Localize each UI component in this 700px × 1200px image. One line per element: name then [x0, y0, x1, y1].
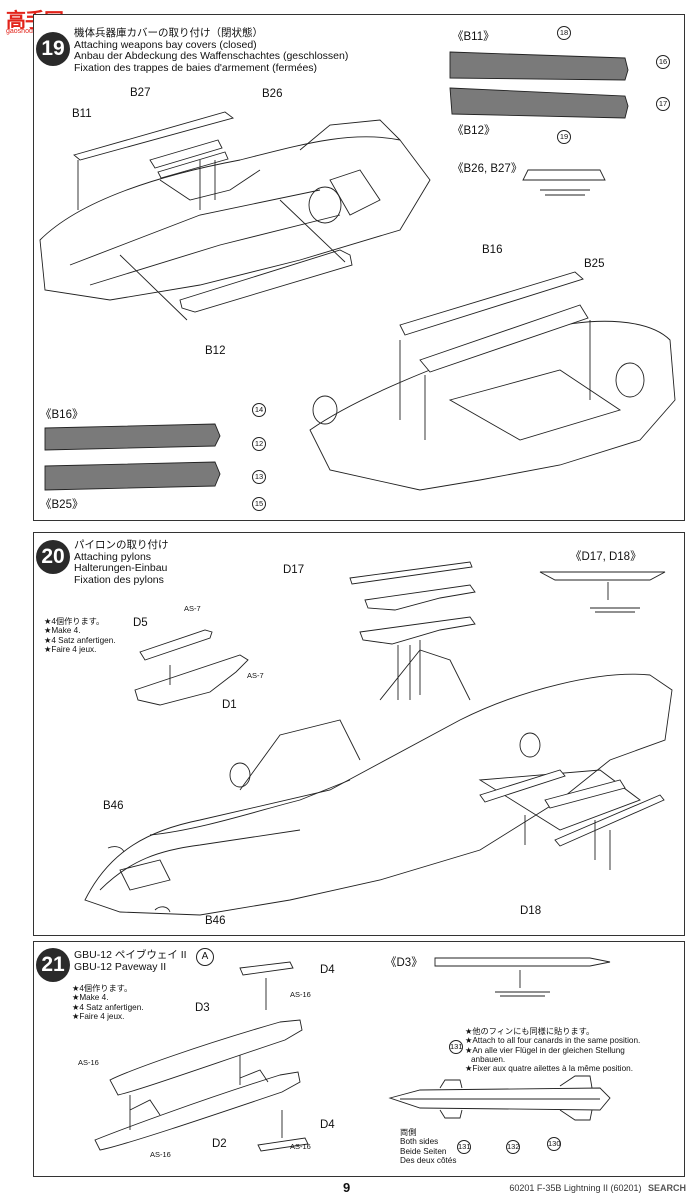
- part-label-b11: B11: [72, 108, 92, 120]
- step-20-make-note-ja: ★4個作ります。: [44, 617, 105, 626]
- footer-code: 60201 F-35B Lightning II (60201) SEARCH: [509, 1183, 686, 1193]
- both-sides-note: 両側 Both sides Beide Seiten Des deux côté…: [400, 1128, 456, 1165]
- part-label-d3: D3: [195, 1002, 210, 1014]
- part-label-as7-upper: AS-7: [184, 604, 201, 613]
- part-label-as7-lower: AS-7: [247, 671, 264, 680]
- step-20-make-note-de: ★4 Satz anfertigen.: [44, 635, 116, 645]
- step-21-make-note-en: ★Make 4.: [72, 993, 109, 1003]
- decal-number-19: 19: [557, 130, 571, 144]
- decal-number-12: 12: [252, 437, 266, 451]
- step-20-title-en: Attaching pylons: [74, 550, 152, 563]
- decal-number-17: 17: [656, 97, 670, 111]
- step-number-19: 19: [36, 32, 70, 66]
- fin-note-en: ★Attach to all four canards in the same …: [465, 1036, 641, 1046]
- step-21-title: GBU-12 ペイブウェイ II GBU-12 Paveway II: [74, 949, 187, 973]
- step-19-title-de: Anbau der Abdeckung des Waffenschachtes …: [74, 50, 349, 62]
- step-21-make-note-ja: ★4個作ります。: [72, 984, 133, 993]
- step-19-title: 機体兵器庫カバーの取り付け（閉状態） Attaching weapons bay…: [74, 27, 349, 74]
- step-number-21: 21: [36, 948, 70, 982]
- decal-number-13: 13: [252, 470, 266, 484]
- step-20-title: パイロンの取り付け Attaching pylons Halterungen-E…: [74, 539, 169, 586]
- detail-label-b11: 《B11》: [452, 31, 495, 43]
- step-20-make-note: ★4個作ります。 ★Make 4. ★4 Satz anfertigen. ★F…: [44, 617, 116, 654]
- decal-number-132: 132: [506, 1140, 520, 1154]
- both-sides-en: Both sides: [400, 1137, 439, 1147]
- step-21-make-note-de: ★4 Satz anfertigen.: [72, 1002, 144, 1012]
- step-19-title-fr: Fixation des trappes de baies d'armement…: [74, 61, 318, 74]
- part-label-b46-upper: B46: [103, 800, 124, 812]
- step-20-illustration: [84, 561, 673, 916]
- variant-marker-a: A: [196, 948, 214, 966]
- part-label-b25: B25: [584, 258, 605, 270]
- part-label-b46-lower: B46: [205, 915, 226, 927]
- decal-number-130: 130: [547, 1137, 561, 1151]
- both-sides-ja: 両側: [400, 1128, 417, 1137]
- both-sides-de: Beide Seiten: [400, 1146, 447, 1156]
- part-label-d2: D2: [212, 1138, 227, 1150]
- detail-label-b25: 《B25》: [40, 499, 84, 511]
- part-label-b26: B26: [262, 88, 283, 100]
- step-19-illustration: [39, 51, 676, 491]
- fin-note-ja: ★他のフィンにも同様に貼ります。: [465, 1027, 595, 1036]
- detail-label-b16: 《B16》: [40, 409, 84, 421]
- detail-label-b26-b27: 《B26, B27》: [452, 163, 523, 175]
- step-20-make-note-fr: ★Faire 4 jeux.: [44, 644, 97, 654]
- footer-brand: SEARCH: [647, 1183, 686, 1193]
- part-label-d5: D5: [133, 617, 148, 629]
- step-number-20: 20: [36, 540, 70, 574]
- decal-number-131-upper: 131: [449, 1040, 463, 1054]
- decal-number-131-lower: 131: [457, 1140, 471, 1154]
- step-20-title-fr: Fixation des pylons: [74, 573, 164, 586]
- step-19-title-ja: 機体兵器庫カバーの取り付け（閉状態）: [74, 27, 263, 39]
- detail-label-d3: 《D3》: [385, 957, 423, 969]
- step-20-panel: [33, 532, 685, 936]
- page-number: 9: [343, 1180, 351, 1195]
- detail-label-d17-d18: 《D17, D18》: [570, 551, 642, 563]
- fin-note-fr: ★Fixer aux quatre ailettes à la même pos…: [465, 1064, 633, 1074]
- part-label-d18: D18: [520, 905, 542, 917]
- footer-code-text: 60201 F-35B Lightning II (60201): [509, 1183, 642, 1193]
- part-label-as16-a: AS-16: [290, 990, 311, 999]
- decal-number-15: 15: [252, 497, 266, 511]
- part-label-d4-lower: D4: [320, 1119, 335, 1131]
- part-label-d4-upper: D4: [320, 964, 335, 976]
- both-sides-fr: Des deux côtés: [400, 1155, 457, 1165]
- decal-number-14: 14: [252, 403, 266, 417]
- step-20-title-ja: パイロンの取り付け: [74, 539, 169, 551]
- step-21-title-ja: GBU-12 ペイブウェイ II: [74, 949, 187, 961]
- decal-number-18: 18: [557, 26, 571, 40]
- watermark-subtext: gaoshou.com: [6, 28, 49, 35]
- decal-number-16: 16: [656, 55, 670, 69]
- part-label-as16-b: AS-16: [78, 1058, 99, 1067]
- fin-note: ★他のフィンにも同様に貼ります。 ★Attach to all four can…: [465, 1027, 640, 1073]
- step-21-make-note: ★4個作ります。 ★Make 4. ★4 Satz anfertigen. ★F…: [72, 984, 144, 1021]
- step-20-title-de: Halterungen-Einbau: [74, 562, 168, 574]
- step-19-title-en: Attaching weapons bay covers (closed): [74, 38, 257, 51]
- step-21-title-en: GBU-12 Paveway II: [74, 960, 167, 973]
- part-label-b16: B16: [482, 244, 503, 256]
- part-label-d17: D17: [283, 564, 305, 576]
- detail-label-b12: 《B12》: [452, 125, 496, 137]
- fin-note-de: ★An alle vier Flügel in der gleichen Ste…: [465, 1045, 625, 1055]
- part-label-as16-c: AS-16: [150, 1150, 171, 1159]
- step-21-make-note-fr: ★Faire 4 jeux.: [72, 1011, 125, 1021]
- part-label-as16-d: AS-16: [290, 1142, 311, 1151]
- part-label-b27: B27: [130, 87, 151, 99]
- fin-note-de-cont: anbauen.: [471, 1054, 506, 1064]
- part-label-d1: D1: [222, 699, 237, 711]
- step-20-make-note-en: ★Make 4.: [44, 626, 81, 636]
- part-label-b12: B12: [205, 345, 226, 357]
